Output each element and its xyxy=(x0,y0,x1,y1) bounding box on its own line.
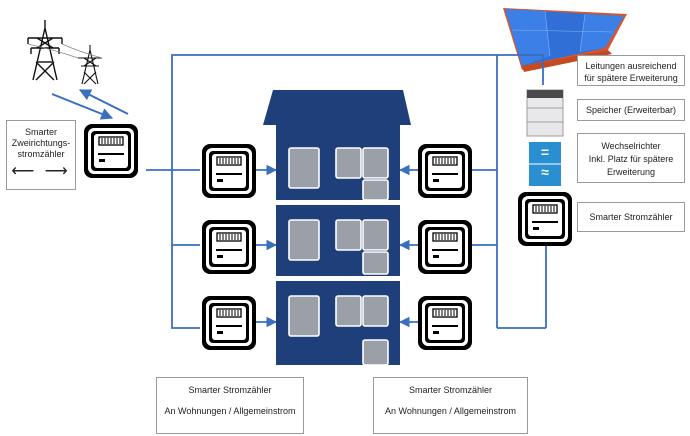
power-tower-icon xyxy=(27,20,63,81)
storage-label: Speicher (Erweiterbar) xyxy=(577,99,685,121)
inverter-icon xyxy=(529,142,561,186)
label-line-3: stromzähler xyxy=(17,149,65,159)
storage-label-text: Speicher (Erweiterbar) xyxy=(585,105,677,115)
bottom-right-subtitle: An Wohnungen / Allgemeinstrom xyxy=(385,406,516,416)
battery-storage-icon xyxy=(526,89,564,137)
inverter-label-line-1: Wechselrichter xyxy=(601,141,661,151)
power-tower-small-icon xyxy=(78,45,102,85)
bidirectional-meter-icon xyxy=(83,123,139,179)
label-line-1: Smarter xyxy=(24,127,57,137)
label-line-2: Zweirichtungs- xyxy=(11,138,71,148)
inverter-ac-symbol: ≈ xyxy=(541,164,549,180)
inverter-label-line-3: Erweiterung xyxy=(606,167,656,177)
inverter-label-line-2: Inkl. Platz für spätere xyxy=(588,154,674,164)
bidirectional-arrows-icon: ⟵ ⟶ xyxy=(11,163,71,180)
meter-icon-left-3 xyxy=(201,295,257,351)
lines-expansion-label: Leitungen ausreichend für spätere Erweit… xyxy=(577,55,685,86)
smart-meter-label-text: Smarter Stromzähler xyxy=(589,212,673,222)
meter-icon-right-3 xyxy=(417,295,473,351)
bottom-right-label: Smarter Stromzähler An Wohnungen / Allge… xyxy=(373,377,528,434)
building-icon xyxy=(263,90,411,366)
solar-meter-icon xyxy=(517,191,573,247)
meter-icon-right-1 xyxy=(417,143,473,199)
bottom-left-label: Smarter Stromzähler An Wohnungen / Allge… xyxy=(156,377,304,434)
meter-icon-right-2 xyxy=(417,219,473,275)
meter-icon-left-1 xyxy=(201,143,257,199)
inverter-label: Wechselrichter Inkl. Platz für spätere E… xyxy=(577,133,685,183)
bidirectional-meter-label: Smarter Zweirichtungs- stromzähler ⟵ ⟶ xyxy=(6,120,76,190)
lines-label-line-2: für spätere Erweiterung xyxy=(584,73,678,83)
inverter-dc-symbol: = xyxy=(540,144,550,160)
lines-label-line-1: Leitungen ausreichend xyxy=(585,61,677,71)
bottom-right-title: Smarter Stromzähler xyxy=(408,385,493,395)
bottom-left-title: Smarter Stromzähler xyxy=(188,385,272,395)
smart-meter-label: Smarter Stromzähler xyxy=(577,202,685,232)
bottom-left-subtitle: An Wohnungen / Allgemeinstrom xyxy=(164,406,296,416)
meter-icon-left-2 xyxy=(201,219,257,275)
